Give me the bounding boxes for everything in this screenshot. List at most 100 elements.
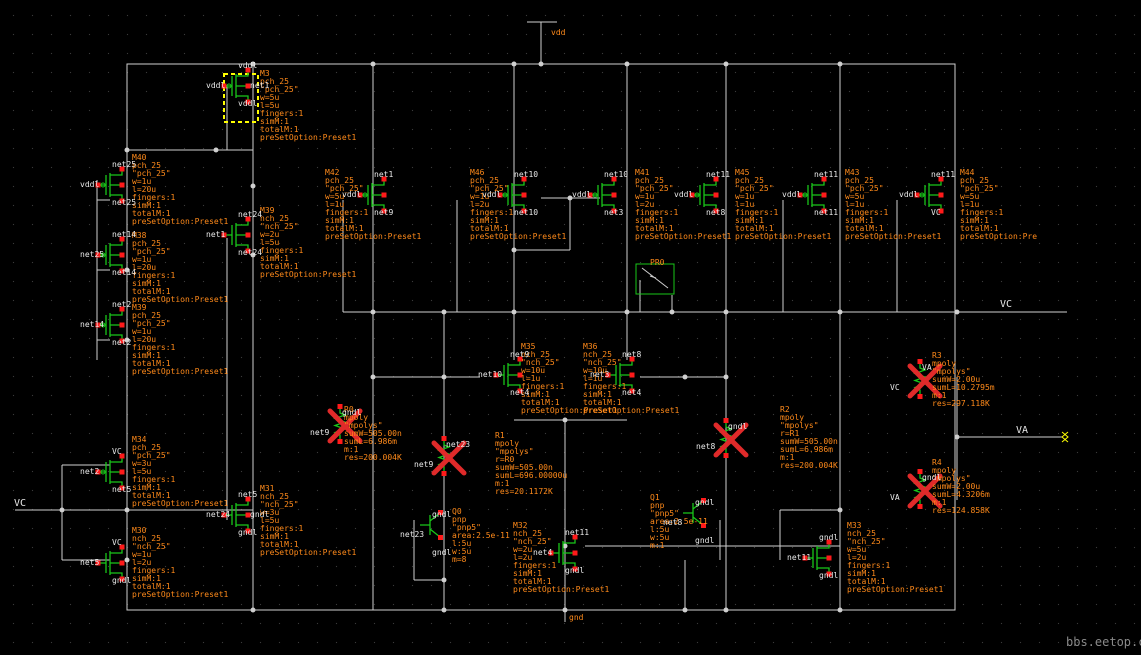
pin-square[interactable] bbox=[245, 496, 251, 502]
pin-square[interactable] bbox=[826, 539, 832, 545]
pin-square[interactable] bbox=[914, 192, 920, 198]
pin-square[interactable] bbox=[95, 252, 101, 258]
pin-square[interactable] bbox=[441, 471, 447, 476]
pin-square[interactable] bbox=[723, 453, 729, 458]
pin-square[interactable] bbox=[357, 192, 363, 198]
device-res-r0[interactable]: R0mpoly"mpolys"sumW=505.00nsumL=6.986mm:… bbox=[310, 404, 402, 462]
pin-square[interactable] bbox=[95, 182, 101, 188]
device-res-r4[interactable]: R4mpoly"mpolys"sumW=2.00usumL=4.3206mm:1… bbox=[890, 458, 990, 515]
pin-square[interactable] bbox=[917, 469, 923, 474]
device-nmos-m30[interactable]: M30nch_25"nch_25"w=1ul=2ufingers:1simM:1… bbox=[80, 526, 229, 599]
pin-square[interactable] bbox=[521, 208, 527, 214]
pin-square[interactable] bbox=[701, 498, 706, 503]
device-pmos-m45[interactable]: M45pch_25"pch_25"w=1ul=1ufingers:1simM:1… bbox=[674, 168, 832, 241]
pin-square[interactable] bbox=[917, 504, 923, 509]
pin-square[interactable] bbox=[245, 232, 251, 238]
pin-square[interactable] bbox=[713, 176, 719, 182]
pin-square[interactable] bbox=[438, 535, 443, 540]
pin-square[interactable] bbox=[245, 512, 251, 518]
pin-square[interactable] bbox=[517, 372, 523, 378]
pin-square[interactable] bbox=[119, 322, 125, 328]
device-probe-pr0[interactable]: PR0 bbox=[650, 258, 665, 267]
pin-square[interactable] bbox=[938, 208, 944, 214]
pin-square[interactable] bbox=[629, 356, 635, 362]
pin-square[interactable] bbox=[611, 176, 617, 182]
pin-square[interactable] bbox=[119, 576, 125, 582]
pin-square[interactable] bbox=[689, 192, 695, 198]
pin-square[interactable] bbox=[221, 512, 227, 518]
device-nmos-m36[interactable]: M36nch_25"nch_25"w=10ul=1ufingers:1simM:… bbox=[583, 342, 680, 415]
pin-square[interactable] bbox=[605, 372, 611, 378]
device-pmos-m39a[interactable]: M39pch_25"pch_25"w=1ul=20ufingers:1simM:… bbox=[80, 300, 229, 376]
pin-square[interactable] bbox=[119, 560, 125, 566]
pin-square[interactable] bbox=[119, 544, 125, 550]
pin-square[interactable] bbox=[119, 306, 125, 312]
pin-square[interactable] bbox=[821, 208, 827, 214]
pin-square[interactable] bbox=[611, 208, 617, 214]
pin-square[interactable] bbox=[517, 356, 523, 362]
pin-square[interactable] bbox=[119, 236, 125, 242]
pin-square[interactable] bbox=[611, 192, 617, 198]
pin-square[interactable] bbox=[701, 523, 706, 528]
pin-square[interactable] bbox=[821, 176, 827, 182]
pin-square[interactable] bbox=[381, 208, 387, 214]
pin-square[interactable] bbox=[938, 192, 944, 198]
pin-square[interactable] bbox=[938, 176, 944, 182]
device-nmos-m34[interactable]: M34pch_25"pch_25"w=3ul=5ufingers:1simM:1… bbox=[80, 435, 229, 508]
pin-square[interactable] bbox=[438, 510, 443, 515]
pin-square[interactable] bbox=[629, 372, 635, 378]
pin-square[interactable] bbox=[119, 268, 125, 274]
device-res-r2[interactable]: R2mpoly"mpolys"r=R1sumW=505.00nsumL=6.98… bbox=[696, 405, 838, 470]
pin-square[interactable] bbox=[245, 216, 251, 222]
pin-square[interactable] bbox=[517, 388, 523, 394]
pin-square[interactable] bbox=[629, 388, 635, 394]
pin-square[interactable] bbox=[119, 198, 125, 204]
pin-square[interactable] bbox=[119, 469, 125, 475]
pin-square[interactable] bbox=[497, 192, 503, 198]
pin-square[interactable] bbox=[245, 99, 251, 105]
pin-square[interactable] bbox=[587, 192, 593, 198]
pin-square[interactable] bbox=[521, 176, 527, 182]
pin-square[interactable] bbox=[381, 176, 387, 182]
pin-square[interactable] bbox=[521, 192, 527, 198]
pin-square[interactable] bbox=[713, 208, 719, 214]
pin-square[interactable] bbox=[826, 555, 832, 561]
device-res-r3[interactable]: R3mpoly"mpolys"sumW=2.00usumL=10.2795mm:… bbox=[890, 351, 995, 408]
pin-square[interactable] bbox=[95, 560, 101, 566]
device-nmos-m32[interactable]: M32nch_25"nch_25"w=2ul=2ufingers:1simM:1… bbox=[513, 521, 610, 594]
pin-square[interactable] bbox=[245, 248, 251, 254]
pin-square[interactable] bbox=[493, 372, 499, 378]
pin-square[interactable] bbox=[95, 322, 101, 328]
device-nmos-m31[interactable]: M31nch_25"nch_25"w=3ul=5ufingers:1simM:1… bbox=[206, 484, 357, 557]
pin-square[interactable] bbox=[723, 418, 729, 423]
probe-pr0[interactable] bbox=[635, 263, 675, 295]
device-res-r1[interactable]: R1mpoly"mpolys"r=R0sumW=505.00nsumL=696.… bbox=[414, 431, 567, 496]
pin-square[interactable] bbox=[245, 528, 251, 534]
device-nmos-m39[interactable]: M39nch_25"nch_25"w=2ul=5ufingers:1simM:1… bbox=[206, 206, 357, 279]
pin-square[interactable] bbox=[917, 359, 923, 364]
device-bjt-q1[interactable]: Q1pnp"pnp5"area:2.5e-11l:5uw:5um:1net8gn… bbox=[650, 493, 714, 550]
pin-square[interactable] bbox=[548, 550, 554, 556]
device-pmos-m46[interactable]: M46pch_25"pch_25"w=1ul=2ufingers:1simM:1… bbox=[470, 168, 567, 241]
pin-square[interactable] bbox=[119, 338, 125, 344]
pin-square[interactable] bbox=[797, 192, 803, 198]
pin-square[interactable] bbox=[381, 192, 387, 198]
pin-square[interactable] bbox=[221, 232, 227, 238]
pin-square[interactable] bbox=[119, 485, 125, 491]
device-pmos-m44[interactable]: M44pch_25"pch_25"w=5ul=1ufingers:1simM:1… bbox=[899, 168, 1037, 241]
pin-square[interactable] bbox=[95, 469, 101, 475]
pin-square[interactable] bbox=[821, 192, 827, 198]
device-symbols[interactable]: M3pch_25"pch_25"w=5ul=5ufingers:1simM:1t… bbox=[80, 61, 1037, 599]
device-pmos-m42[interactable]: M42pch_25"pch_25"w=5ul=1ufingers:1simM:1… bbox=[325, 168, 422, 241]
pin-square[interactable] bbox=[802, 555, 808, 561]
device-pmos-m41[interactable]: M41pch_25"pch_25"w=1ul=2ufingers:1simM:1… bbox=[572, 168, 732, 241]
device-nmos-m33[interactable]: M33nch_25"nch_25"w=5ul=2ufingers:1simM:1… bbox=[787, 521, 944, 594]
pin-square[interactable] bbox=[337, 404, 343, 409]
pin-square[interactable] bbox=[713, 192, 719, 198]
pin-square[interactable] bbox=[572, 550, 578, 556]
device-pmos-m40[interactable]: M40pch_25"pch_25"w=1ul=20ufingers:1simM:… bbox=[80, 153, 229, 226]
device-pmos-m43[interactable]: M43pch_25"pch_25"w=5ul=1ufingers:1simM:1… bbox=[782, 168, 942, 241]
pin-square[interactable] bbox=[119, 453, 125, 459]
pin-square[interactable] bbox=[337, 439, 343, 444]
